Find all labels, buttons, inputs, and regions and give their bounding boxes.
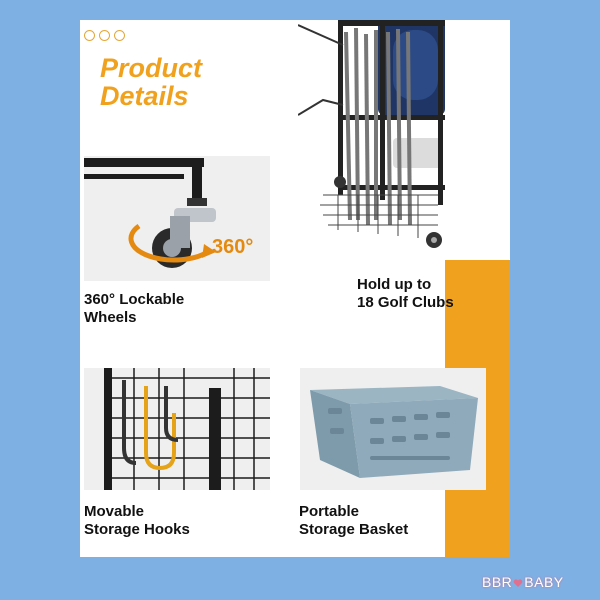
hooks-photo [84,368,270,490]
circle-dot-icon [84,30,95,41]
rotation-badge: 360° [212,236,254,258]
clubs-caption-line-1: Hold up to [357,276,432,293]
decorative-dots [84,30,125,41]
clubs-caption-line-2: 18 Golf Clubs [357,294,454,311]
hooks-caption-line-2: Storage Hooks [84,521,190,538]
basket-caption-line-1: Portable [299,503,360,520]
watermark-right: BABY [524,574,564,590]
basket-photo [300,368,486,490]
circle-dot-icon [99,30,110,41]
basket-caption: Portable Storage Basket [299,503,408,539]
wheels-caption-line-2: Wheels [84,309,137,326]
basket-caption-line-2: Storage Basket [299,521,409,538]
hooks-caption: Movable Storage Hooks [84,503,190,539]
hooks-caption-line-1: Movable [84,503,145,520]
circle-dot-icon [114,30,125,41]
page-title: Product Details [100,54,202,110]
product-details-card: Product Details [80,20,510,557]
rotate-arrow-icon [128,223,211,263]
watermark-left: BBR [482,574,513,590]
golf-rack-photo [298,20,445,260]
watermark: BBR BABY [482,574,564,590]
wheels-caption: 360° Lockable Wheels [84,291,184,327]
title-line-2: Details [100,81,189,111]
wheel-illustration [84,158,216,268]
wheel-photo: 360° [84,156,270,281]
clubs-caption: Hold up to 18 Golf Clubs [357,276,454,312]
basket-illustration [310,386,478,478]
heart-icon [513,579,523,588]
title-line-1: Product [100,53,203,83]
wheels-caption-line-1: 360° Lockable [84,291,185,308]
hooks-illustration [104,368,270,490]
golf-rack-illustration [298,20,445,248]
